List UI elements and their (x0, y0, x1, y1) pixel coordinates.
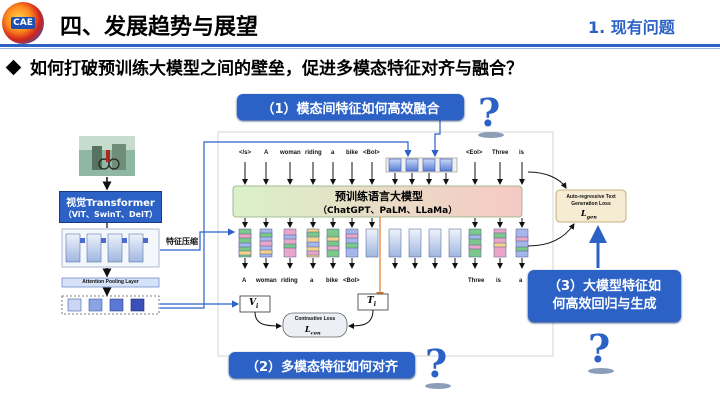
vit-box: 视觉Transformer （ViT、SwinT、DeiT） (59, 191, 162, 223)
bottom-token: woman (256, 278, 277, 284)
input-image (79, 136, 135, 176)
contrastive-loss-symbol: Lcon (305, 324, 321, 337)
vi-subscript: i (255, 302, 259, 310)
top-token: <Bol> (363, 150, 380, 156)
question-mark-icon: ? (588, 330, 614, 374)
bottom-token: bike (326, 278, 339, 284)
generation-loss-title-1: Auto-regressive Text (566, 194, 616, 200)
visual-token-frame (385, 157, 458, 173)
generation-loss-box (555, 189, 627, 223)
question-mark-glyph: ? (588, 326, 611, 371)
llm-box (232, 185, 523, 218)
logo-text: CAE (11, 17, 35, 29)
generation-loss-symbol: Lgen (581, 208, 597, 221)
vit-title: 视觉Transformer (66, 198, 155, 209)
bottom-token-arrows (242, 258, 525, 269)
llm-output-arrows (242, 218, 525, 228)
question-mark-icon: ? (478, 94, 504, 138)
top-token-arrows (242, 162, 525, 185)
contrastive-symbol: L (305, 324, 311, 334)
top-token: </s> (239, 150, 252, 156)
top-token: <Eol> (466, 150, 483, 156)
top-token: riding (305, 150, 322, 156)
question-mark-shadow (478, 132, 504, 138)
output-feature-stacks (238, 228, 529, 258)
gen-symbol: L (581, 208, 587, 218)
ti-subscript: i (373, 300, 376, 308)
bottom-token: A (242, 278, 247, 284)
vit-subtitle: （ViT、SwinT、DeiT） (63, 210, 158, 219)
callout-alignment: （2）多模态特征如何对齐 (229, 352, 415, 378)
top-token: A (264, 150, 269, 156)
top-token: bike (346, 150, 359, 156)
top-token: a (331, 150, 335, 156)
callout-generation-line2: 何高效回归与生成 (552, 297, 657, 312)
ti-symbol: T (367, 296, 374, 306)
visual-tokens (388, 158, 453, 172)
cae-logo: CAE (2, 2, 44, 44)
header-rule (0, 44, 720, 47)
main-question: 如何打破预训练大模型之间的壁垒，促进多模态特征对齐与融合？ (30, 59, 523, 79)
page-title: 四、发展趋势与展望 (60, 15, 259, 40)
bottom-token: riding (281, 278, 298, 284)
contrastive-subscript: con (310, 330, 321, 337)
attention-pooling-label: Attention Pooling Layer (82, 279, 139, 285)
llm-title: 预训练语言大模型 (335, 190, 423, 203)
question-mark-glyph: ? (425, 341, 448, 386)
bottom-token: a (310, 278, 314, 284)
vi-label: Vi (249, 298, 258, 310)
bottom-token: is (496, 278, 502, 284)
top-token: Three (492, 150, 509, 156)
feature-compression-label: 特征压缩 (166, 237, 198, 246)
generation-loss-title-2: Generation Loss (571, 201, 611, 207)
contrastive-loss-title: Contrastive Loss (294, 316, 336, 322)
top-token: woman (280, 150, 301, 156)
top-token: is (519, 150, 525, 156)
vit-feature-stack (61, 228, 160, 268)
question-mark-shadow (425, 383, 451, 389)
gen-subscript: gen (586, 214, 597, 221)
pooled-token-frame (61, 295, 160, 315)
pooled-tokens (67, 298, 145, 312)
contrastive-loss-box (282, 312, 348, 338)
question-mark-glyph: ? (478, 90, 501, 135)
llm-subtitle: （ChatGPT、PaLM、LLaMa） (318, 206, 458, 216)
header-rule-thin (0, 48, 720, 49)
question-mark-icon: ? (425, 345, 451, 389)
section-label: 1. 现有问题 (588, 18, 675, 37)
attention-pooling-layer (61, 277, 160, 288)
bottom-token: <Bol> (343, 278, 360, 284)
ti-label: Ti (367, 296, 376, 308)
callout-generation: （3）大模型特征如 何高效回归与生成 (528, 270, 681, 322)
bottom-token: Three (468, 278, 485, 284)
vi-symbol: V (249, 298, 256, 308)
callout-fusion: （1）模态间特征如何高效融合 (237, 94, 464, 120)
callout-generation-line1: （3）大模型特征如 (547, 279, 662, 294)
question-mark-shadow (588, 368, 614, 374)
bottom-token: a (519, 278, 523, 284)
